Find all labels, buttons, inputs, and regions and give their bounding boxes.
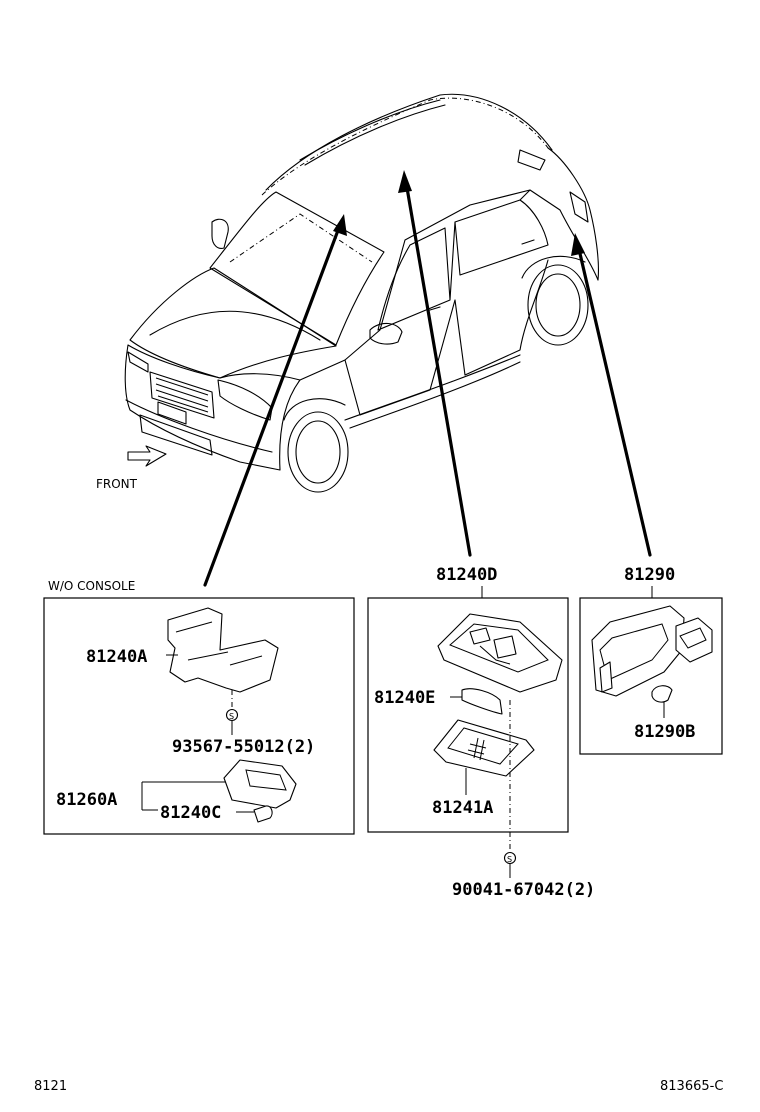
leader-arrowhead-icon: [333, 214, 347, 236]
bulb-part: [253, 805, 273, 823]
leader-arrows: [203, 170, 652, 587]
part-label: 81240C: [160, 803, 221, 823]
front-direction-arrow-icon: [127, 445, 167, 467]
connector-part: [675, 617, 713, 663]
part-label: 93567-55012(2): [172, 737, 315, 757]
part-label: 81240E: [374, 688, 435, 708]
bulb-part: [651, 685, 673, 703]
leader-arrowhead-icon: [398, 170, 412, 193]
bracket-part: [167, 607, 279, 693]
group-81240d: 81240D 81240E 81241A S 90041-67042(2): [367, 565, 595, 900]
group-frame: [367, 597, 569, 833]
front-direction-label: FRONT: [96, 477, 138, 491]
svg-text:S: S: [229, 712, 234, 721]
lamp-assembly-part: [223, 759, 297, 809]
group-81290: 81290 81290B: [579, 565, 723, 755]
vehicle-illustration: FRONT: [96, 93, 599, 493]
part-label: 81241A: [432, 798, 493, 818]
part-label: 81240A: [86, 647, 147, 667]
leader-arrowhead-icon: [571, 233, 585, 256]
screw-icon: [225, 708, 239, 722]
group-header: 81290: [624, 565, 675, 585]
page-code: 8121: [34, 1079, 67, 1094]
group-frame: [43, 597, 355, 835]
screw-icon: [503, 851, 517, 865]
group-note: W/O CONSOLE: [48, 579, 135, 593]
part-label: 90041-67042(2): [452, 880, 595, 900]
group-wo-console: W/O CONSOLE 81240A S 93567-55012(2) 8126…: [43, 579, 355, 835]
group-frame: [579, 597, 723, 755]
svg-text:S: S: [507, 855, 512, 864]
illustration-code: 813665-C: [660, 1079, 723, 1094]
part-label: 81260A: [56, 790, 117, 810]
part-label: 81290B: [634, 722, 695, 742]
bulb-part: [461, 688, 503, 715]
group-header: 81240D: [436, 565, 497, 585]
